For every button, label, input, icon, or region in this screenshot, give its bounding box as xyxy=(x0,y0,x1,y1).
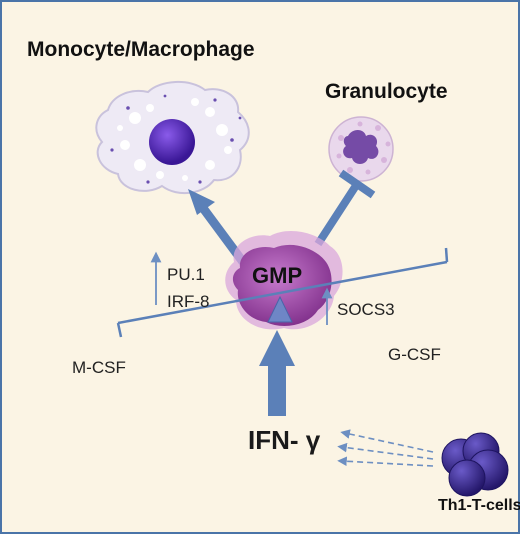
g-csf-label: G-CSF xyxy=(388,345,441,364)
seesaw-left-tick xyxy=(116,322,123,338)
th1-t-cells xyxy=(441,432,509,497)
granulocyte-cell xyxy=(328,116,394,182)
granulocyte-label: Granulocyte xyxy=(325,80,448,103)
inhibition-bar xyxy=(338,169,376,199)
gmp-cell xyxy=(225,231,343,330)
pu1-label: PU.1 xyxy=(167,265,205,284)
ifn-gamma-label: IFN- γ xyxy=(248,425,321,455)
dashed-arrow-2 xyxy=(337,442,434,460)
m-csf-label: M-CSF xyxy=(72,358,126,377)
ifn-arrow-head xyxy=(259,330,295,366)
inhibition-to-granulocyte xyxy=(314,181,361,247)
monocyte-macrophage-label: Monocyte/Macrophage xyxy=(27,38,255,61)
arrow-to-macrophage-head xyxy=(188,189,215,215)
dashed-arrow-1 xyxy=(340,429,434,453)
dashed-arrow-3 xyxy=(337,456,434,467)
socs3-label: SOCS3 xyxy=(337,300,395,319)
seesaw-beam xyxy=(117,260,448,325)
macrophage-nucleus xyxy=(149,119,195,165)
gmp-label: GMP xyxy=(252,263,303,288)
th1-t-cells-label: Th1-T-cells xyxy=(438,497,520,514)
irf8-label: IRF-8 xyxy=(167,292,210,311)
seesaw-right-tick xyxy=(444,247,449,263)
fulcrum-triangle xyxy=(267,295,293,323)
ifn-arrow-shaft xyxy=(268,364,286,416)
